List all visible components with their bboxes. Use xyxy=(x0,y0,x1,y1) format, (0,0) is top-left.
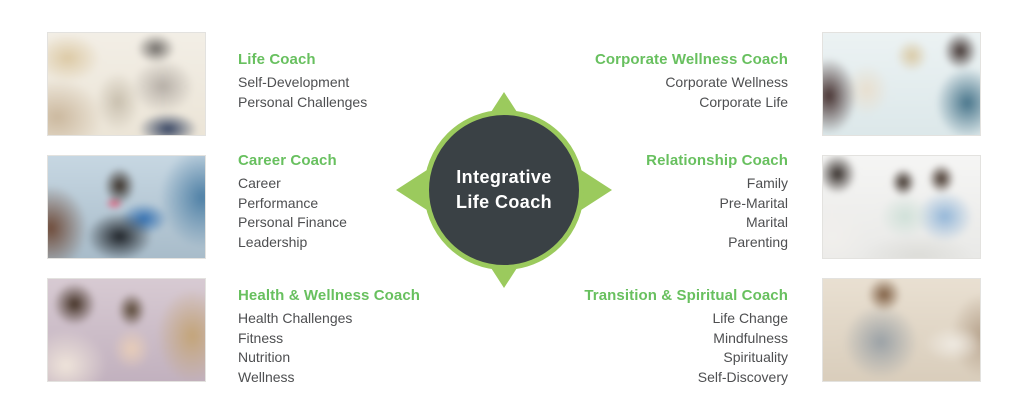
section-corporate-wellness-coach-title: Corporate Wellness Coach xyxy=(594,51,788,68)
section-transition-spiritual-coach: Transition & Spiritual Coach Life Change… xyxy=(558,286,788,387)
section-relationship-coach-title: Relationship Coach xyxy=(646,152,788,169)
section-life-coach-item: Personal Challenges xyxy=(238,93,368,110)
section-corporate-wellness-coach-item: Corporate Life xyxy=(699,93,788,110)
section-transition-spiritual-coach-title: Transition & Spiritual Coach xyxy=(584,287,788,304)
section-relationship-coach-item: Pre-Marital xyxy=(719,194,788,211)
section-transition-spiritual-coach-item: Self-Discovery xyxy=(697,368,788,385)
photo-corporate-wellness-coach xyxy=(822,32,981,136)
photo-health-wellness-coach-art xyxy=(48,279,205,381)
center-hub-title-line1: Integrative xyxy=(456,167,552,187)
photo-life-coach-art xyxy=(48,33,205,135)
section-career-coach: Career Coach Career Performance Personal… xyxy=(238,151,468,252)
photo-transition-spiritual-coach-art xyxy=(823,279,980,381)
section-career-coach-item: Personal Finance xyxy=(238,214,347,230)
section-life-coach: Life Coach Self-Development Personal Cha… xyxy=(238,50,468,112)
section-life-coach-title: Life Coach xyxy=(238,51,316,68)
photo-relationship-coach-art xyxy=(823,156,980,258)
section-corporate-wellness-coach: Corporate Wellness Coach Corporate Welln… xyxy=(558,50,788,112)
photo-corporate-wellness-coach-art xyxy=(823,33,980,135)
photo-health-wellness-coach xyxy=(47,278,206,382)
section-life-coach-item: Self-Development xyxy=(238,74,350,90)
section-relationship-coach-item: Parenting xyxy=(728,233,788,250)
section-transition-spiritual-coach-item: Spirituality xyxy=(723,349,788,365)
photo-career-coach-art xyxy=(48,156,205,258)
section-career-coach-item: Career xyxy=(238,175,281,191)
photo-transition-spiritual-coach xyxy=(822,278,981,382)
section-health-wellness-coach: Health & Wellness Coach Health Challenge… xyxy=(238,286,468,387)
section-transition-spiritual-coach-item: Mindfulness xyxy=(713,329,788,346)
section-career-coach-title: Career Coach xyxy=(238,152,337,169)
section-relationship-coach: Relationship Coach Family Pre-Marital Ma… xyxy=(558,151,788,252)
center-hub-title-line2: Life Coach xyxy=(455,192,552,212)
section-health-wellness-coach-item: Wellness xyxy=(238,368,295,385)
section-transition-spiritual-coach-item: Life Change xyxy=(712,310,788,326)
photo-relationship-coach xyxy=(822,155,981,259)
section-career-coach-item: Leadership xyxy=(238,233,308,250)
section-career-coach-item: Performance xyxy=(238,194,319,211)
photo-life-coach xyxy=(47,32,206,136)
section-corporate-wellness-coach-item: Corporate Wellness xyxy=(665,74,788,90)
section-health-wellness-coach-item: Fitness xyxy=(238,329,284,346)
section-relationship-coach-item: Family xyxy=(746,175,788,191)
center-hub-circle: Integrative Life Coach xyxy=(424,110,584,270)
section-relationship-coach-item: Marital xyxy=(745,214,788,230)
section-health-wellness-coach-item: Nutrition xyxy=(238,349,291,365)
section-health-wellness-coach-item: Health Challenges xyxy=(238,310,353,326)
section-health-wellness-coach-title: Health & Wellness Coach xyxy=(238,287,421,304)
photo-career-coach xyxy=(47,155,206,259)
